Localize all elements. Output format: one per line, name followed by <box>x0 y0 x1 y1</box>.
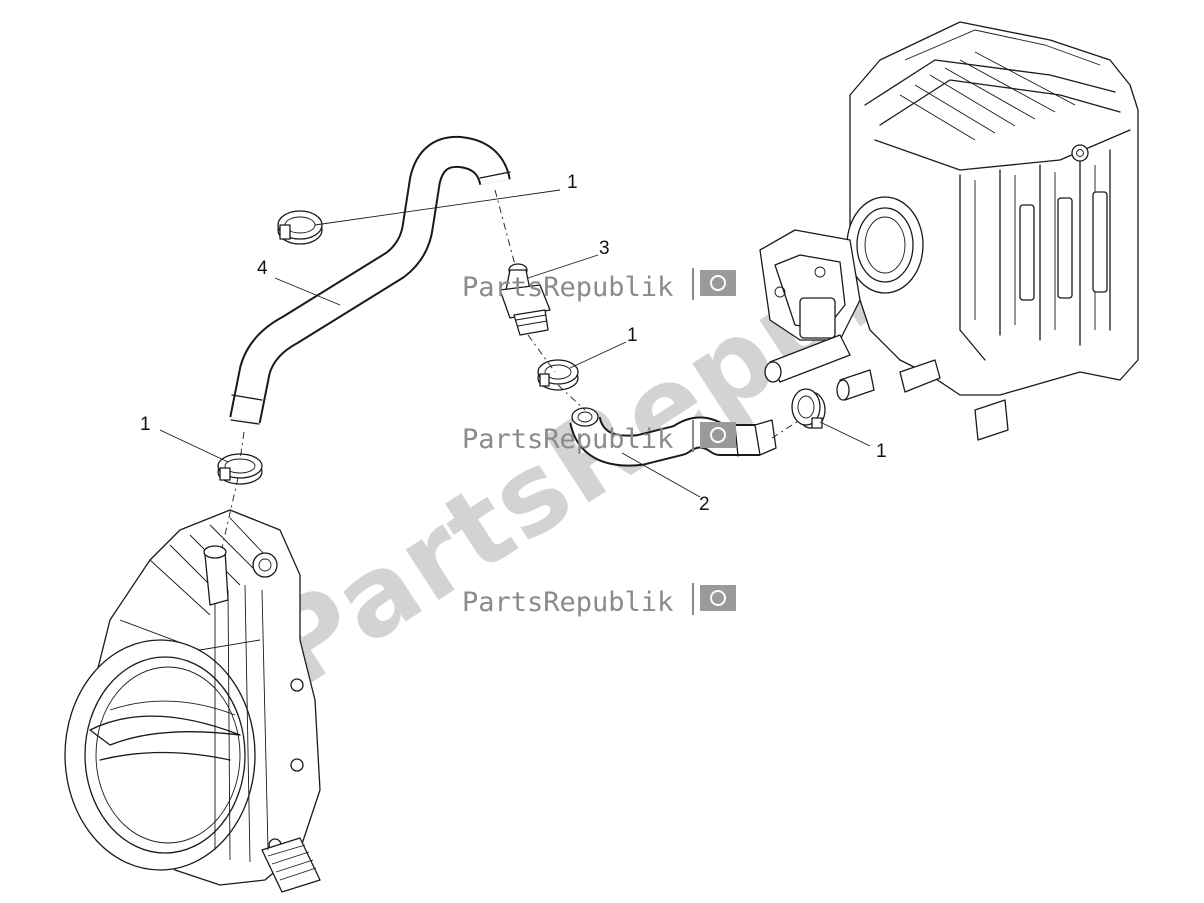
gear-flag-icon <box>700 270 736 296</box>
clamp-mid-part <box>537 359 579 391</box>
callout-labels: 1 3 1 4 1 1 2 <box>140 172 887 515</box>
callout-clamp-right[interactable]: 1 <box>876 441 887 462</box>
clamp-left-part <box>217 453 263 485</box>
watermark-small-text: PartsRepublik <box>462 424 673 455</box>
watermark-small-3: PartsRepublik <box>462 583 736 618</box>
callout-clamp-left[interactable]: 1 <box>140 414 151 435</box>
hose-long-part <box>229 135 511 425</box>
clamp-top-part <box>277 210 323 245</box>
callout-clamp-mid[interactable]: 1 <box>627 325 638 346</box>
callout-hose-long[interactable]: 4 <box>257 258 268 279</box>
valve-part <box>499 263 551 336</box>
gear-flag-icon <box>700 422 736 448</box>
gear-flag-icon <box>700 585 736 611</box>
watermark-small-text: PartsRepublik <box>462 272 673 303</box>
leader-lines <box>159 189 871 498</box>
callout-valve[interactable]: 3 <box>599 238 610 259</box>
watermark-small-2: PartsRepublik <box>462 420 736 455</box>
air-box <box>759 21 1139 441</box>
watermark-small-text: PartsRepublik <box>462 587 673 618</box>
engine-cover <box>64 509 321 893</box>
callout-hose-short[interactable]: 2 <box>699 494 710 515</box>
watermark-small-1: PartsRepublik <box>462 268 736 303</box>
clamp-right-part <box>791 388 826 429</box>
assembly-centerlines <box>221 189 801 549</box>
callout-clamp-top[interactable]: 1 <box>567 172 578 193</box>
